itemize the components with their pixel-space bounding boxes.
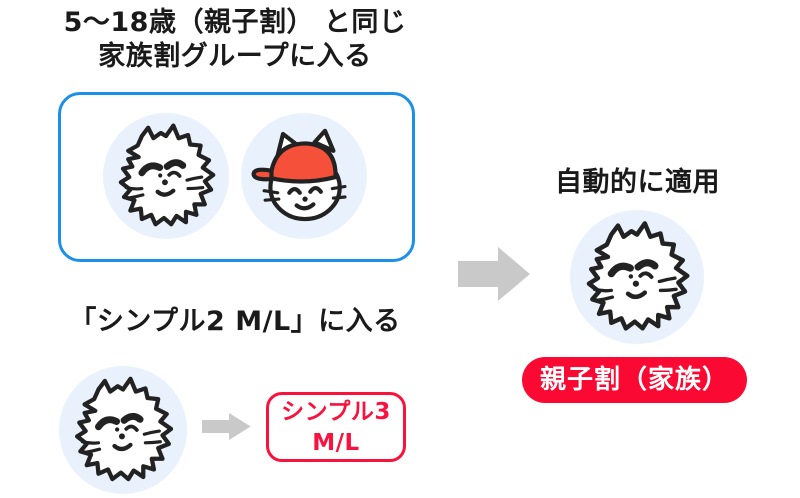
family-group-box xyxy=(58,92,415,262)
fluffy-parent-face-icon xyxy=(59,366,187,494)
big-right-arrow-icon xyxy=(458,247,530,301)
fluffy-parent-face-icon xyxy=(103,113,229,239)
small-right-arrow-icon xyxy=(202,413,251,440)
step1-title: 5〜18歳（親子割） と同じ 家族割グループに入る xyxy=(40,6,430,74)
parent-avatar xyxy=(103,113,229,239)
result-avatar xyxy=(570,210,704,344)
fluffy-parent-face-icon xyxy=(570,210,704,344)
oyakowari-family-badge: 親子割（家族） xyxy=(522,357,747,403)
result-title: 自動的に適用 xyxy=(555,167,720,198)
child-avatar xyxy=(241,113,367,239)
step1-title-line1: 5〜18歳（親子割） と同じ xyxy=(63,7,407,38)
step2-title: 「シンプル2 M/L」に入る xyxy=(69,306,401,337)
plan-flow-avatar xyxy=(59,366,187,494)
step1-title-line2: 家族割グループに入る xyxy=(98,41,372,72)
plan-box-line1: シンプル3 xyxy=(281,399,391,425)
child-face-with-red-cap-icon xyxy=(241,113,367,239)
simple3-plan-box: シンプル3 M/L xyxy=(266,392,406,462)
plan-box-line2: M/L xyxy=(312,430,360,456)
